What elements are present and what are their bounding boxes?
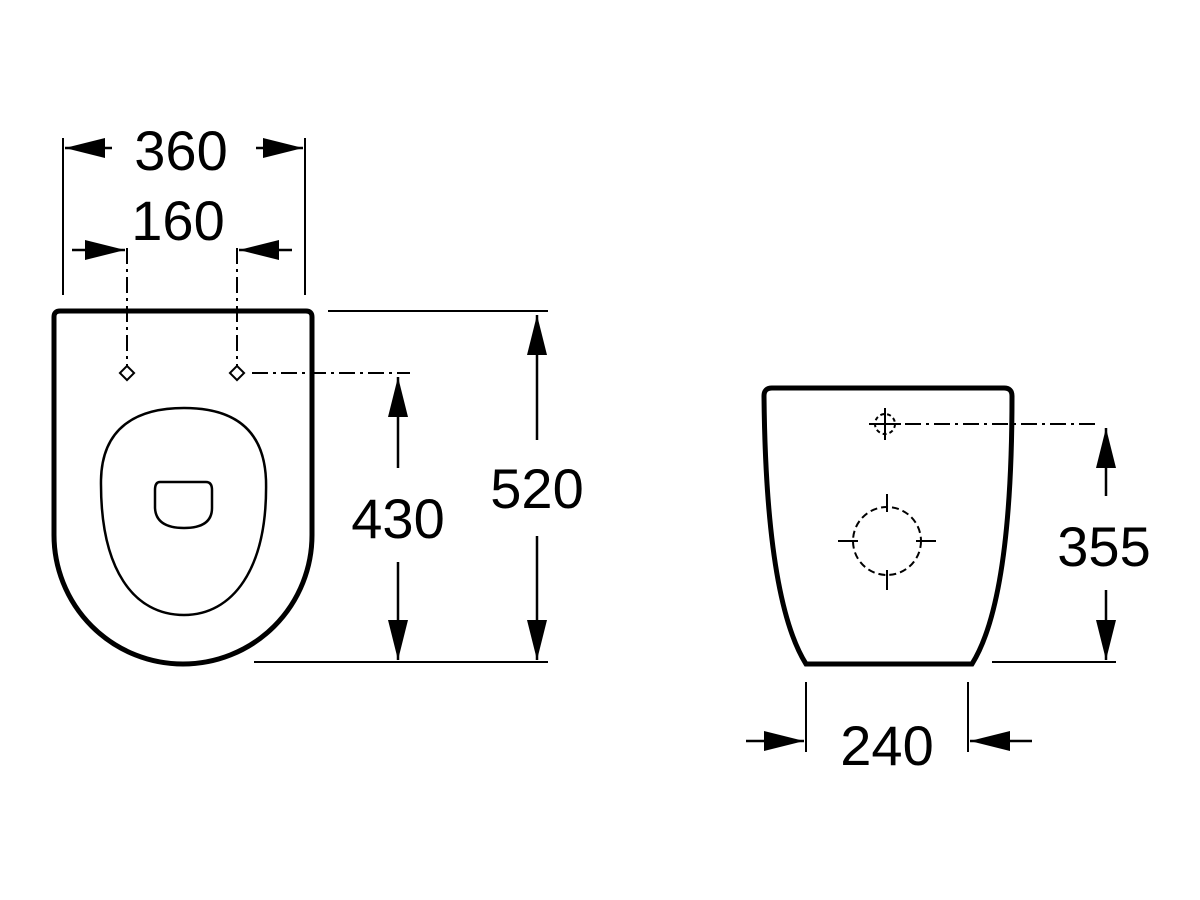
fixing-centres-label: 160 (131, 189, 224, 252)
drain-opening (153, 480, 214, 530)
fixing-to-front-label: 430 (351, 487, 444, 550)
overall-width-label: 360 (134, 119, 227, 182)
fixing-hole-left-icon (118, 364, 136, 382)
inlet-connection-icon (869, 408, 901, 440)
rear-body-outline (761, 385, 1015, 667)
fixing-hole-right-icon (228, 364, 246, 382)
pan-outline (51, 308, 315, 667)
waste-outlet-icon (838, 494, 936, 590)
base-width-label: 240 (840, 714, 933, 777)
outlet-height-label: 355 (1057, 515, 1150, 578)
top-view: 360 160 430 520 (51, 119, 584, 667)
rear-view: 355 240 (746, 385, 1151, 777)
overall-length-label: 520 (490, 457, 583, 520)
bowl-outline (99, 406, 268, 617)
